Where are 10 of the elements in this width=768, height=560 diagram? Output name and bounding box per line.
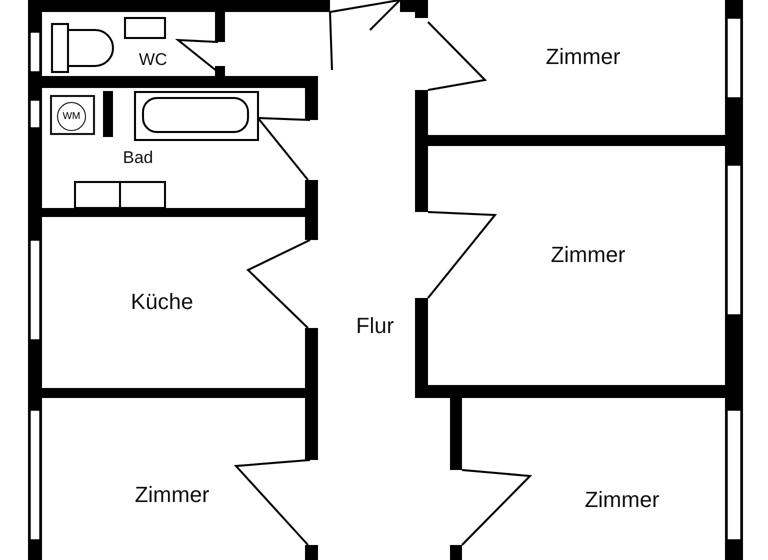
washing-machine-label: WM (57, 102, 86, 131)
room-name: Flur (356, 313, 394, 339)
room-name: Zimmer (546, 44, 620, 70)
room-name: Zimmer (550, 242, 626, 268)
room-name: WC (138, 50, 168, 70)
room-name: Zimmer (134, 482, 210, 508)
washing-machine (50, 95, 95, 135)
room-name: Küche (130, 289, 194, 315)
room-name: Bad (122, 148, 154, 168)
room-name: Zimmer (584, 487, 660, 513)
